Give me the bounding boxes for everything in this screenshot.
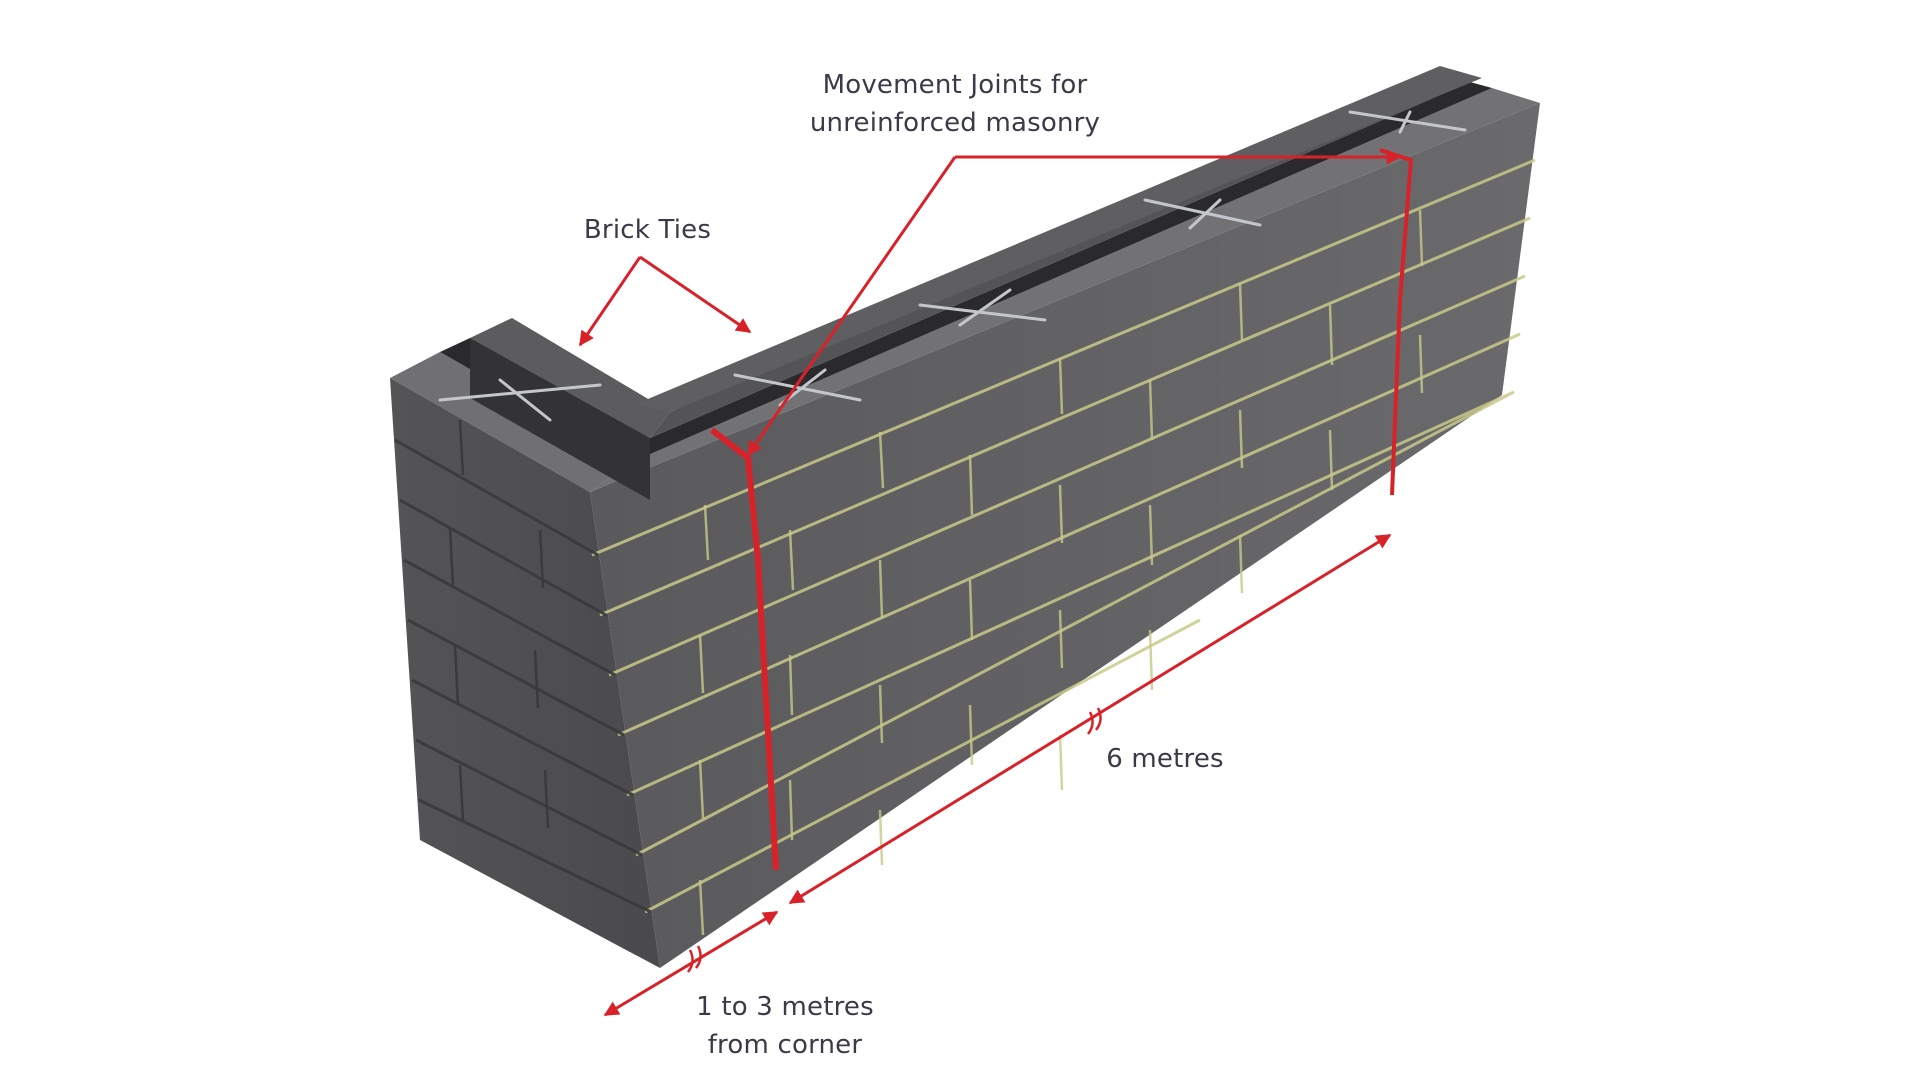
outer-leaf-top-long: [590, 88, 1540, 492]
brick-tie-icon: [438, 378, 602, 422]
mortar-return-joints: [394, 438, 652, 914]
movement-joints-label-line1: Movement Joints for: [822, 70, 1088, 100]
brick-ties-leader-left: [578, 256, 642, 347]
leader-arrows: [578, 149, 1402, 457]
movement-joints-label-line2: unreinforced masonry: [809, 108, 1101, 138]
brick-ties-label-text: Brick Ties: [583, 215, 712, 245]
brick-tie-icon: [1348, 110, 1467, 134]
dimension-6-metres: [788, 533, 1392, 905]
movement-joint-near-corner: [710, 427, 779, 871]
movement-joint-leader-1: [746, 156, 957, 457]
dimension-lines: [603, 533, 1392, 1017]
corner-distance-label-line2: from corner: [707, 1030, 863, 1060]
outer-leaf-top-return: [390, 352, 632, 492]
movement-joints-label: Movement Joints for unreinforced masonry: [795, 66, 1115, 142]
masonry-wall: [390, 66, 1540, 968]
corner-distance-label-line1: 1 to 3 metres: [696, 992, 874, 1022]
brick-ties-label: Brick Ties: [560, 211, 735, 249]
brick-tie-icon: [1143, 198, 1262, 230]
six-metres-label: 6 metres: [1085, 740, 1245, 778]
break-symbol-icon: [1086, 707, 1102, 735]
mortar-return-head-joints: [448, 419, 550, 829]
brick-ties-leader-right: [639, 255, 752, 334]
inner-leaf-return-top: [470, 318, 670, 438]
brick-tie-icon: [918, 288, 1047, 327]
wall-cavity: [440, 82, 1492, 462]
inner-leaf-return-side: [470, 338, 650, 500]
wall-return-face: [390, 378, 660, 968]
break-symbol-icon: [686, 945, 702, 973]
inner-leaf-top-face: [636, 66, 1482, 412]
corner-distance-label: 1 to 3 metres from corner: [670, 988, 900, 1064]
six-metres-label-text: 6 metres: [1106, 744, 1224, 774]
